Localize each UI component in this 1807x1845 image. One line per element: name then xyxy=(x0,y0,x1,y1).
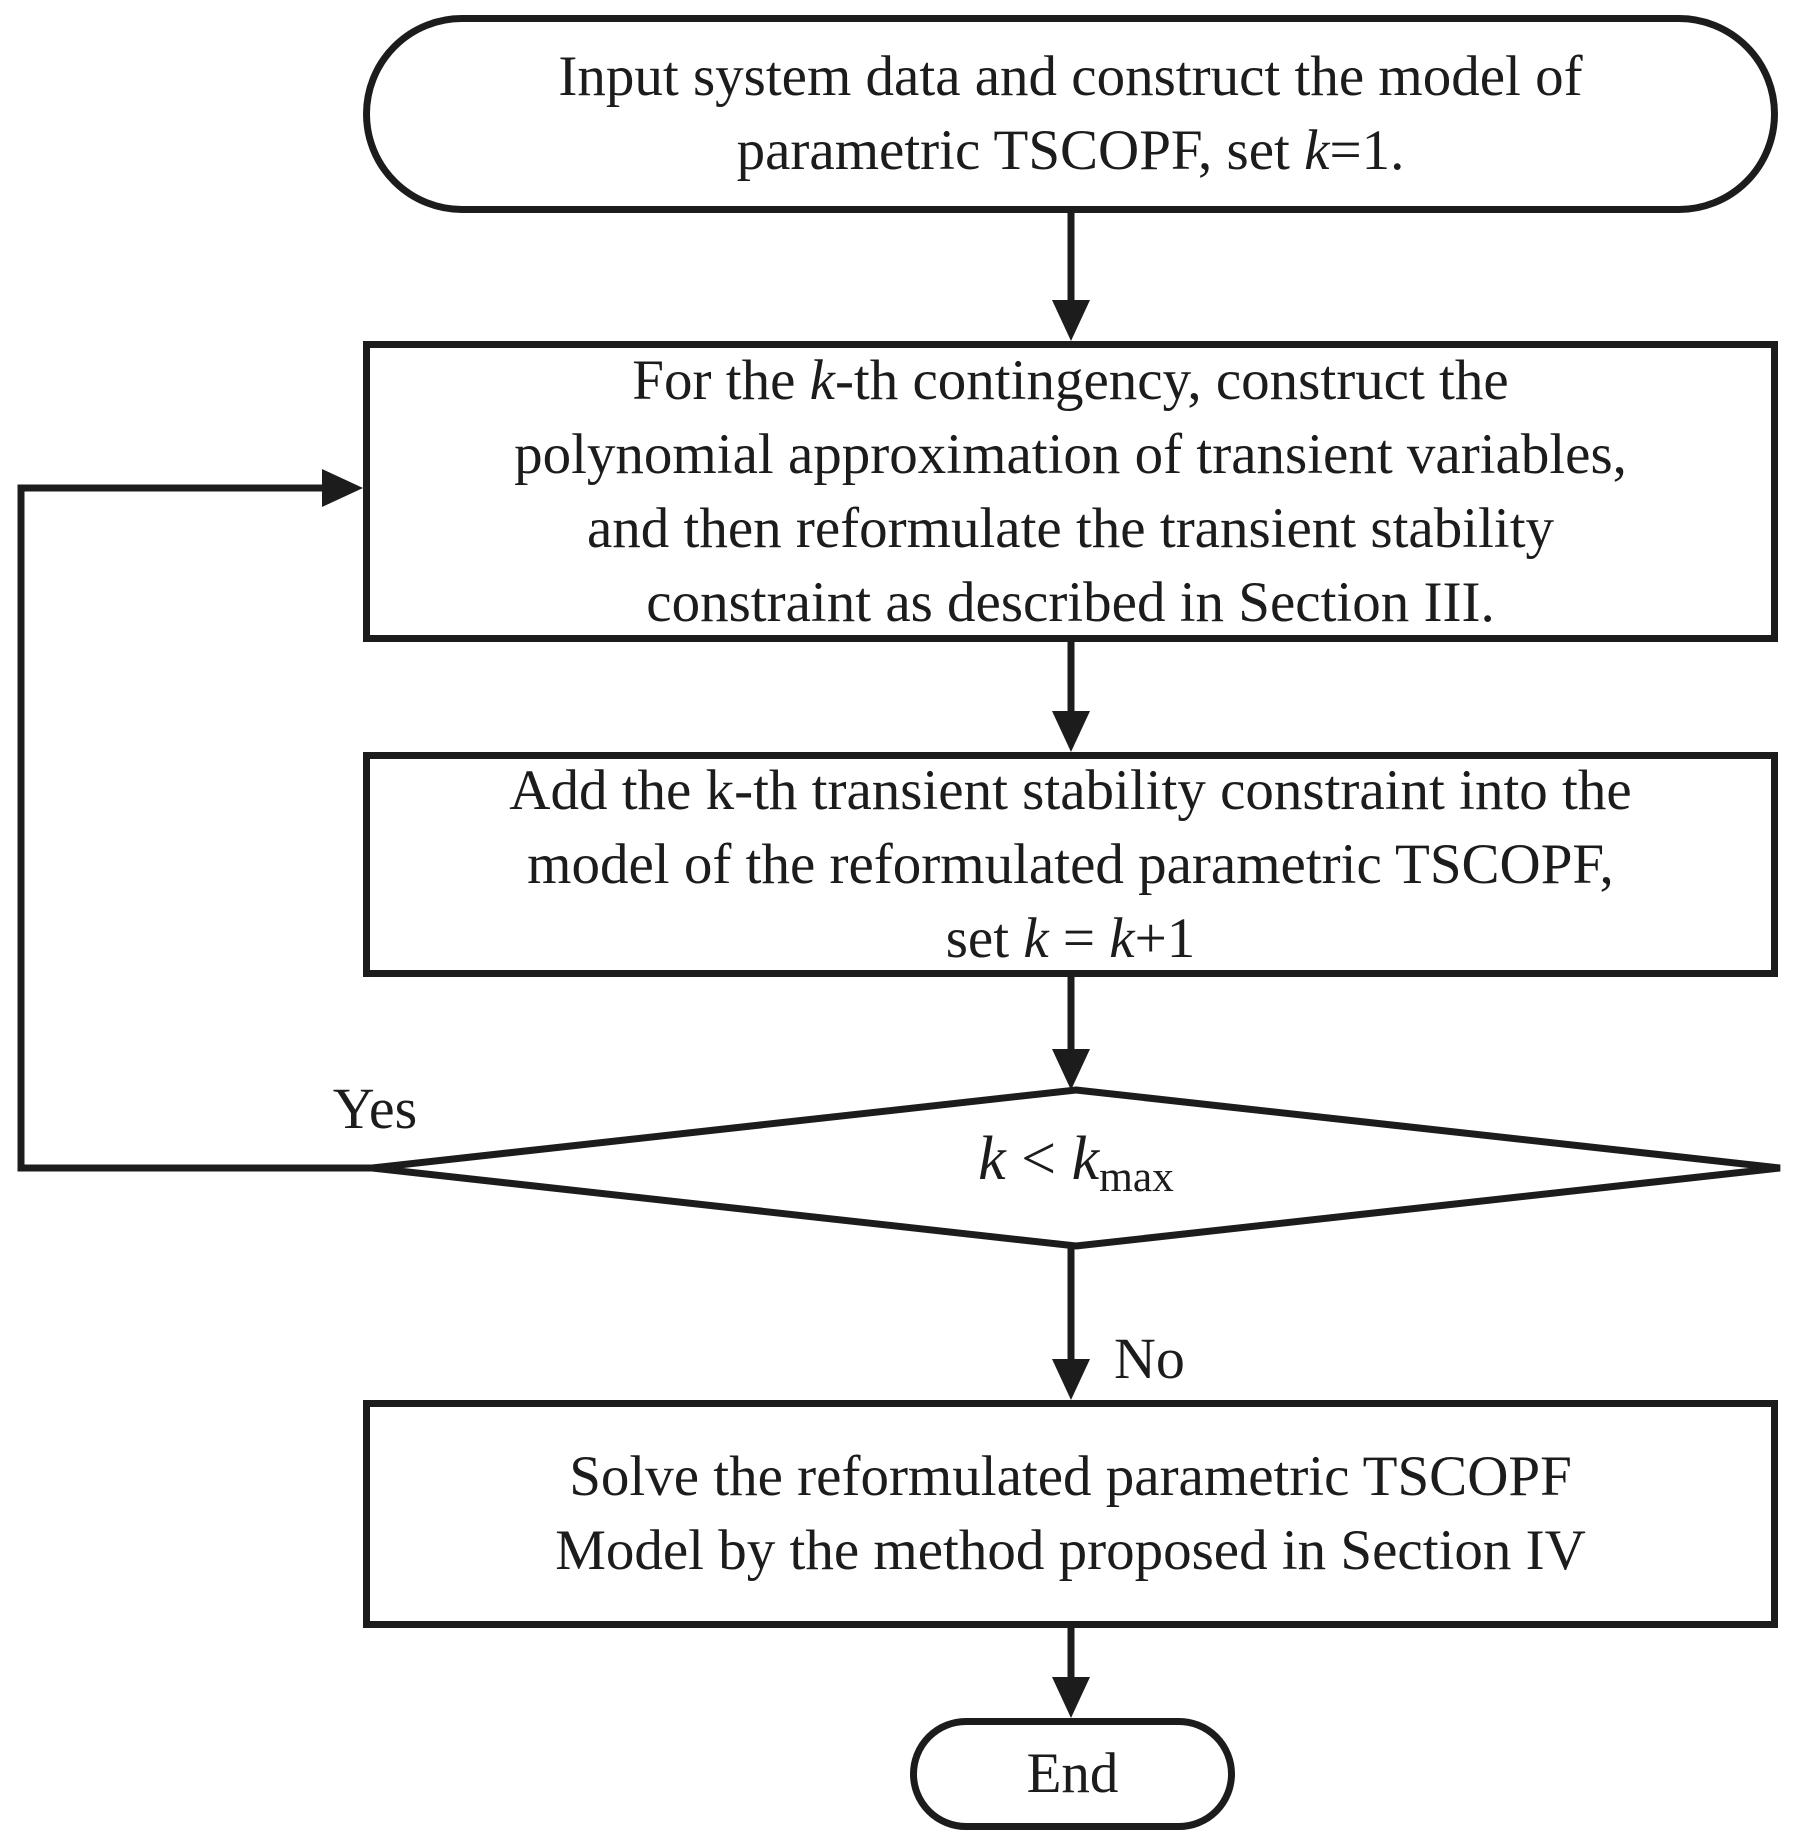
arrowhead-decision-solve xyxy=(1052,1359,1090,1400)
arrowhead-yes-loop xyxy=(322,469,363,507)
node-add-constraint: Add the k-th transient stability constra… xyxy=(363,752,1778,977)
node-start-text: Input system data and construct the mode… xyxy=(558,45,1583,182)
branch-label-no: No xyxy=(1114,1326,1185,1391)
node-solve-model-text: Solve the reformulated parametric TSCOPF… xyxy=(555,1445,1586,1582)
decision-diamond-shape xyxy=(371,1086,1781,1250)
node-solve-model: Solve the reformulated parametric TSCOPF… xyxy=(363,1400,1778,1628)
node-end: End xyxy=(910,1718,1235,1830)
node-add-constraint-text: Add the k-th transient stability constra… xyxy=(509,758,1632,970)
node-decision: k < kmax xyxy=(372,1092,1780,1244)
loop-line-yes xyxy=(17,484,376,1172)
node-start: Input system data and construct the mode… xyxy=(363,15,1778,213)
node-end-text: End xyxy=(1026,1742,1119,1805)
arrowhead-solve-end xyxy=(1052,1677,1090,1718)
arrowhead-add-decision xyxy=(1052,1049,1090,1090)
node-decision-text: k < kmax xyxy=(978,1124,1174,1202)
arrowhead-construct-add xyxy=(1052,711,1090,752)
arrowhead-start-construct xyxy=(1052,300,1090,341)
branch-label-yes: Yes xyxy=(332,1076,418,1141)
